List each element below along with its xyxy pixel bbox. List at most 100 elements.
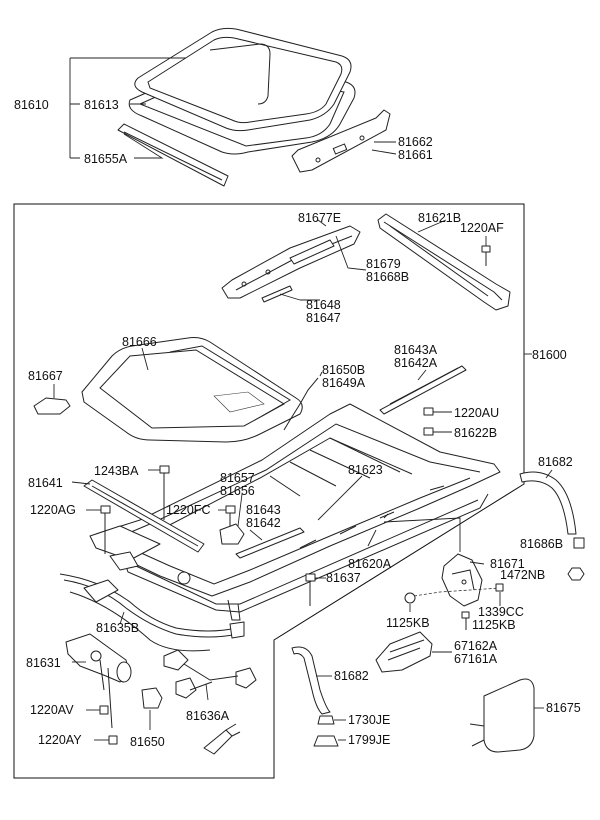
screw-1243ba: [148, 465, 170, 520]
label-81613: 81613: [84, 98, 119, 112]
screw-1220au: [423, 407, 452, 416]
screw-81622b: [423, 427, 452, 436]
label-81636a: 81636A: [186, 709, 230, 723]
label-81622b: 81622B: [454, 426, 497, 440]
label-1730je: 1730JE: [348, 713, 390, 727]
label-81642: 81642: [246, 516, 281, 530]
leader-81650b: [319, 371, 323, 377]
guide-bracket-81677e: [221, 225, 361, 303]
cable-81635b: [59, 573, 245, 652]
bolt-1125kb-lower: [461, 611, 470, 630]
bolt-1125kb-upper: [404, 592, 416, 612]
bracket-81657: [219, 493, 245, 545]
label-81641: 81641: [28, 476, 63, 490]
bolt-1339cc: [495, 583, 504, 606]
label-81610: 81610: [14, 98, 49, 112]
label-81682-lower: 81682: [334, 669, 369, 683]
rear-rail-81621b: [377, 213, 511, 311]
label-67161a: 67161A: [454, 652, 498, 666]
label-81661: 81661: [398, 148, 433, 162]
label-81643a: 81643A: [394, 343, 438, 357]
label-1339cc: 1339CC: [478, 605, 524, 619]
screw-1220ag: [86, 505, 111, 554]
label-1243ba: 1243BA: [94, 464, 139, 478]
motor-81631: [65, 633, 132, 729]
wind-deflector-81655a: [117, 123, 229, 187]
label-1220af: 1220AF: [460, 221, 504, 235]
label-81675: 81675: [546, 701, 581, 715]
label-81647: 81647: [306, 311, 341, 325]
label-81671: 81671: [490, 557, 525, 571]
clip-1730je: [317, 715, 346, 725]
grommet-81650: [141, 687, 163, 730]
label-81662: 81662: [398, 135, 433, 149]
top-leader-lines: [69, 57, 397, 159]
drain-wire-81650b: [283, 377, 319, 431]
part-labels: 81610 81613 81655A 81662 81661 81677E 81…: [14, 98, 581, 749]
label-1799je: 1799JE: [348, 733, 390, 747]
label-81650b: 81650B: [322, 363, 365, 377]
label-81666: 81666: [122, 335, 157, 349]
leader-81621b: [417, 219, 447, 233]
label-81637: 81637: [326, 571, 361, 585]
label-81682-upper: 81682: [538, 455, 573, 469]
guide-bar-81643a: [379, 365, 467, 415]
label-1220fc: 1220FC: [166, 503, 210, 517]
screw-81637: [305, 573, 326, 606]
label-1125kb-upper: 1125KB: [386, 616, 430, 630]
label-81667: 81667: [28, 369, 63, 383]
label-81623: 81623: [348, 463, 383, 477]
leader-81666: [141, 347, 149, 371]
cap-1799je: [313, 735, 346, 747]
label-81686b: 81686B: [520, 537, 563, 551]
label-1125kb-lower: 1125KB: [472, 618, 516, 632]
label-1472nb: 1472NB: [500, 568, 545, 582]
cover-67162a: [375, 631, 452, 673]
leader-81620a: [367, 513, 461, 552]
label-67162a: 67162A: [454, 639, 498, 653]
label-81657: 81657: [220, 471, 255, 485]
leader-81623: [317, 475, 363, 521]
leader-81643a: [417, 369, 427, 381]
drain-hose-81682-lower: [291, 646, 331, 715]
label-81656: 81656: [220, 484, 255, 498]
label-81650: 81650: [130, 735, 165, 749]
label-81643: 81643: [246, 503, 281, 517]
screw-1220fc: [218, 505, 236, 528]
harness-81636a: [163, 649, 257, 755]
assembly-boundary-81600: [13, 203, 525, 779]
screw-1220av: [86, 705, 109, 715]
label-81648: 81648: [306, 298, 341, 312]
label-1220av: 1220AV: [30, 703, 74, 717]
tool-bag-81675: [469, 678, 544, 753]
rear-bracket-81661: [291, 109, 391, 173]
clip-81667: [33, 397, 71, 415]
label-81655a: 81655A: [84, 152, 128, 166]
screw-1220ay: [94, 735, 118, 745]
label-81621b: 81621B: [418, 211, 461, 225]
bracket-81671: [441, 553, 483, 607]
cap-81686b: [573, 537, 585, 549]
dash-1125kb: [413, 587, 501, 597]
label-81677e: 81677E: [298, 211, 341, 225]
leader-81671: [469, 561, 485, 565]
sunshade-81666: [81, 337, 303, 443]
label-1220au: 1220AU: [454, 406, 499, 420]
bar-81643: [235, 527, 305, 559]
leaders-81677e: [279, 219, 367, 301]
leader-81641: [71, 481, 91, 485]
label-81600: 81600: [532, 348, 567, 362]
label-1220ag: 1220AG: [30, 503, 76, 517]
label-81631: 81631: [26, 656, 61, 670]
label-81679: 81679: [366, 257, 401, 271]
label-81649a: 81649A: [322, 376, 366, 390]
label-81668b: 81668B: [366, 270, 409, 284]
nut-1472nb: [567, 567, 585, 581]
label-81642a: 81642A: [394, 356, 438, 370]
leader-81682-upper: [545, 469, 553, 479]
label-81635b: 81635B: [96, 621, 139, 635]
side-rail-81641: [83, 479, 205, 553]
drain-hose-81682-upper: [519, 471, 577, 535]
screw-1220af: [481, 236, 491, 266]
